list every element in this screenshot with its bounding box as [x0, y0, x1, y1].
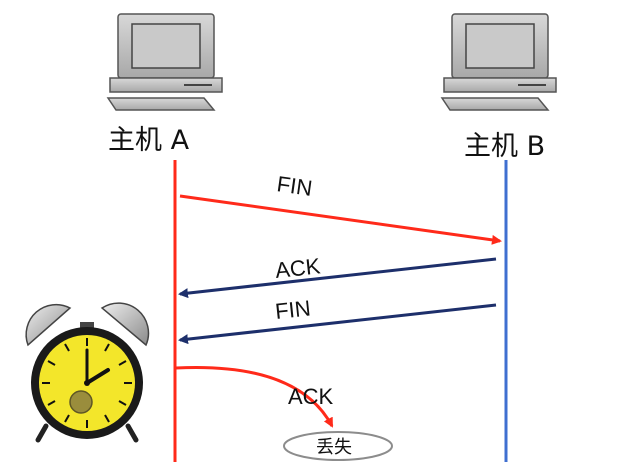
fin-arrow-b-to-a — [178, 303, 497, 345]
message-label-ack-1: ACK — [274, 253, 322, 283]
host-a-label: 主机 A — [108, 125, 190, 156]
message-label-ack-2: ACK — [288, 384, 334, 409]
fin-arrow-a-to-b — [179, 194, 502, 245]
computer-icon — [106, 13, 223, 111]
lost-label: 丢失 — [316, 437, 352, 458]
ack-lost-arrow — [175, 366, 334, 428]
host-b-label: 主机 B — [464, 131, 546, 162]
lost-badge: 丢失 — [283, 431, 393, 461]
message-label-fin-2: FIN — [274, 295, 312, 324]
computer-icon — [440, 13, 557, 111]
alarm-clock-icon — [25, 302, 150, 443]
message-label-fin-1: FIN — [275, 171, 314, 201]
ack-arrow-b-to-a — [178, 257, 497, 299]
